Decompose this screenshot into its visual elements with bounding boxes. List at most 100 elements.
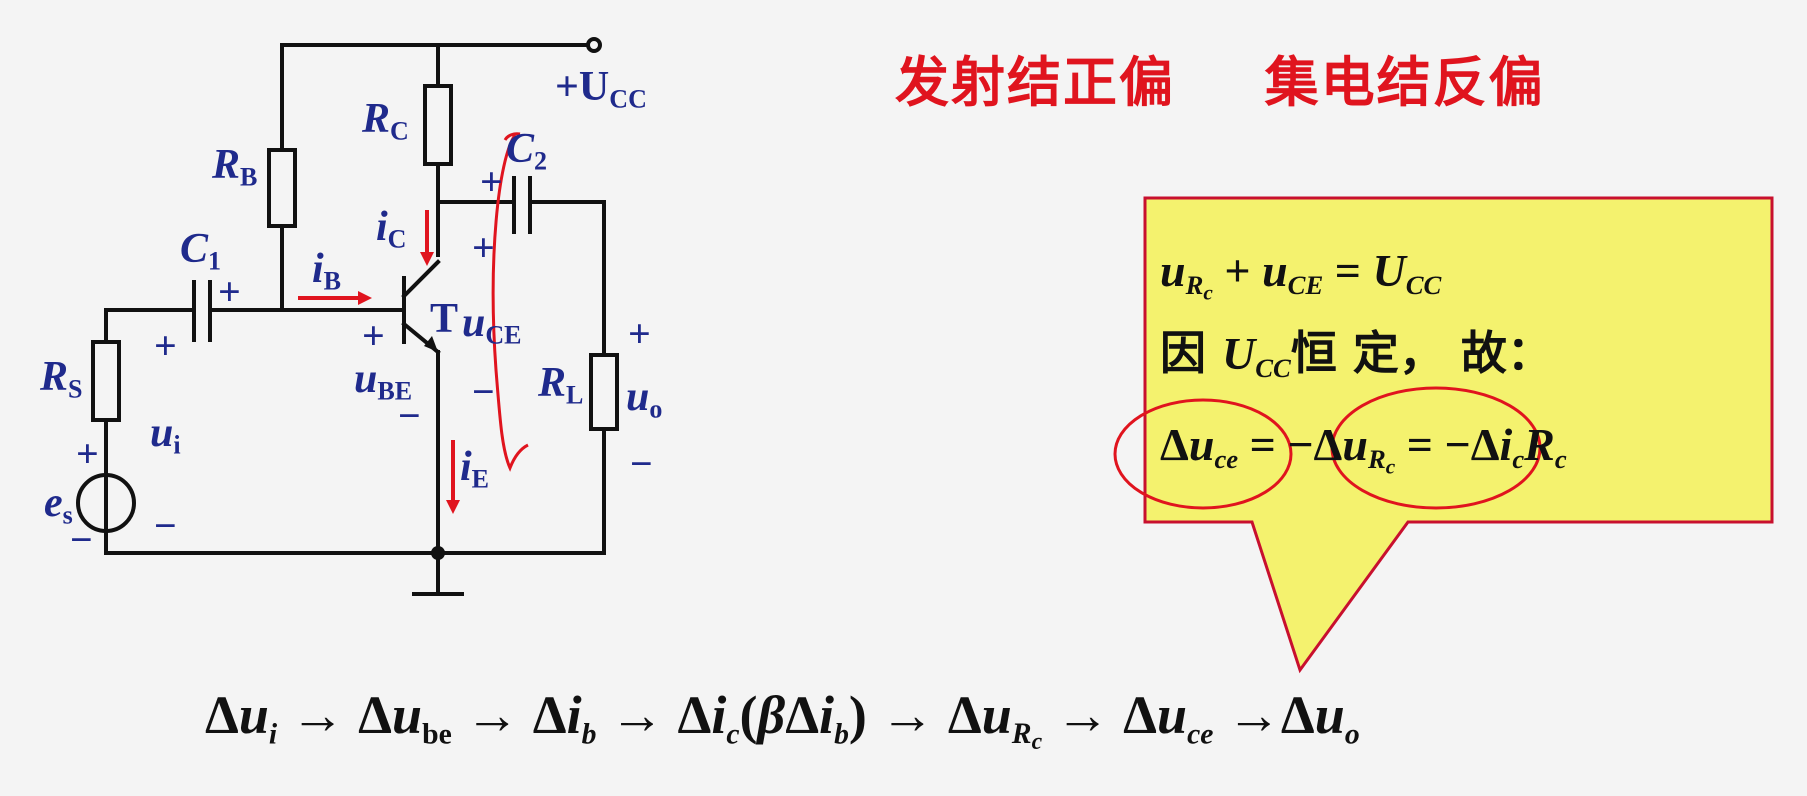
signal-chain: Δui → Δube → Δib → Δic(βΔib) → ΔuRc → Δu…: [205, 688, 1360, 755]
chain-i-b2: i: [819, 685, 835, 745]
eq1-plus: +: [1212, 245, 1263, 296]
label-rb: RB: [212, 144, 257, 190]
transistor-collector: [401, 259, 441, 299]
sign-plus-base: +: [362, 313, 385, 358]
equation-ucc-constant: 因 UCC恒 定， 故：: [1160, 330, 1553, 382]
label-uo: uo: [626, 376, 662, 422]
eq1-u-ce: u: [1262, 245, 1288, 296]
label-rs-text: R: [40, 354, 69, 400]
chain-u-rc: u: [981, 685, 1012, 745]
vcc-terminal: [586, 37, 602, 53]
eq3-i-c: i: [1499, 419, 1513, 470]
eq3-i-c-sub: c: [1512, 444, 1525, 474]
chain-arrow-3: → Δ: [596, 685, 712, 745]
handdrawn-uce-loop: [491, 134, 529, 472]
chain-paren-close: ): [848, 685, 867, 745]
chain-arrow-6: →Δ: [1213, 685, 1315, 745]
label-c2-sub: 2: [534, 146, 548, 176]
label-rs-sub: S: [68, 374, 83, 404]
label-transistor: T: [430, 298, 458, 340]
sign-minus-base: −: [398, 393, 421, 438]
label-transistor-text: T: [430, 296, 459, 342]
chain-beta: β: [757, 685, 786, 745]
title-forward-bias: 发射结正偏: [895, 51, 1175, 114]
eq3-u-rc-sub: R: [1368, 444, 1386, 474]
resistor-rl: [589, 353, 619, 431]
eq1-u-rc-sub: R: [1185, 270, 1204, 300]
label-ui: ui: [150, 412, 181, 458]
label-es-text: e: [44, 480, 63, 526]
resistor-rc: [423, 84, 453, 166]
eq1-ucc-sub: CC: [1405, 270, 1442, 300]
label-c2: C2: [506, 128, 547, 174]
label-rs: RS: [40, 356, 83, 402]
eq1-u-rc-subsub: c: [1203, 280, 1213, 305]
equation-delta: Δuce = −ΔuRc = −ΔicRc: [1160, 422, 1567, 478]
label-rl-sub: L: [566, 380, 584, 410]
label-es: es: [44, 482, 73, 528]
label-ic-text: i: [376, 204, 388, 250]
label-c2-text: C: [506, 126, 535, 172]
label-ui-sub: i: [173, 430, 181, 460]
label-ic-sub: C: [387, 224, 407, 254]
label-rl-text: R: [538, 360, 567, 406]
sign-minus-emitter: −: [472, 369, 495, 414]
chain-i-b-sub: b: [581, 718, 597, 751]
label-ic: iC: [376, 206, 406, 252]
label-ib: iB: [312, 248, 341, 294]
current-arrow-ib-head: [358, 291, 372, 305]
chain-i-b2-sub: b: [834, 718, 849, 751]
label-ube: uBE: [354, 358, 412, 404]
chain-u-rc-subsub: c: [1031, 729, 1043, 756]
chain-arrow-2: → Δ: [451, 685, 567, 745]
chain-delta-beta: Δ: [785, 685, 820, 745]
eq3-neg-delta: −Δ: [1287, 419, 1343, 470]
chain-u-i: u: [238, 685, 269, 745]
chain-u-o: u: [1314, 685, 1345, 745]
sign-minus-source: −: [70, 517, 93, 562]
current-arrow-ic-head: [420, 252, 434, 266]
eq2-ucc-sub: CC: [1255, 353, 1291, 383]
chain-u-ce-sub: ce: [1187, 718, 1214, 751]
label-uo-text: u: [626, 374, 650, 420]
label-ui-text: u: [150, 410, 174, 456]
chain-u-rc-sub: R: [1011, 718, 1032, 751]
chain-u-i-sub: i: [268, 718, 278, 751]
eq1-u-ce-sub: CE: [1287, 270, 1324, 300]
sign-plus-collector: +: [472, 225, 495, 270]
eq2-because: 因: [1160, 326, 1223, 380]
sign-minus-input: −: [154, 503, 177, 548]
eq3-u-ce: u: [1188, 419, 1215, 470]
handdrawn-circle-delta-uce: [1113, 398, 1293, 510]
chain-arrow-5: → Δ: [1042, 685, 1158, 745]
sign-plus-c2-left: +: [480, 159, 503, 204]
label-rc-text: R: [362, 96, 391, 142]
sign-plus-source: +: [76, 431, 99, 476]
eq1-equals: =: [1323, 245, 1373, 296]
eq2-ucc: U: [1222, 328, 1256, 379]
label-vcc-text: +U: [555, 64, 610, 110]
eq3-equals2: = −Δ: [1395, 419, 1500, 470]
label-ube-text: u: [354, 356, 378, 402]
chain-i-b: i: [566, 685, 582, 745]
label-ie: iE: [460, 446, 489, 492]
label-rb-sub: B: [240, 162, 258, 192]
label-rb-text: R: [212, 142, 241, 188]
eq3-u-rc: u: [1342, 419, 1368, 470]
current-arrow-ie-head: [446, 500, 460, 514]
eq3-u-ce-sub: ce: [1214, 444, 1239, 474]
label-ib-sub: B: [323, 266, 342, 296]
eq2-constant-therefore: 恒 定， 故：: [1290, 326, 1553, 380]
eq3-equals1: =: [1238, 419, 1288, 470]
sign-minus-output: −: [630, 441, 653, 486]
label-c1-text: C: [180, 226, 209, 272]
chain-i-c: i: [711, 685, 727, 745]
label-uo-sub: o: [649, 394, 663, 424]
resistor-rb: [267, 148, 297, 228]
label-rl: RL: [538, 362, 583, 408]
eq3-u-rc-subsub: c: [1385, 454, 1396, 479]
handdrawn-circle-delta-urc: [1330, 386, 1542, 510]
handdrawn-uce-loop-hook: [503, 132, 521, 141]
label-c1-sub: 1: [208, 246, 222, 276]
label-es-sub: s: [62, 500, 73, 530]
